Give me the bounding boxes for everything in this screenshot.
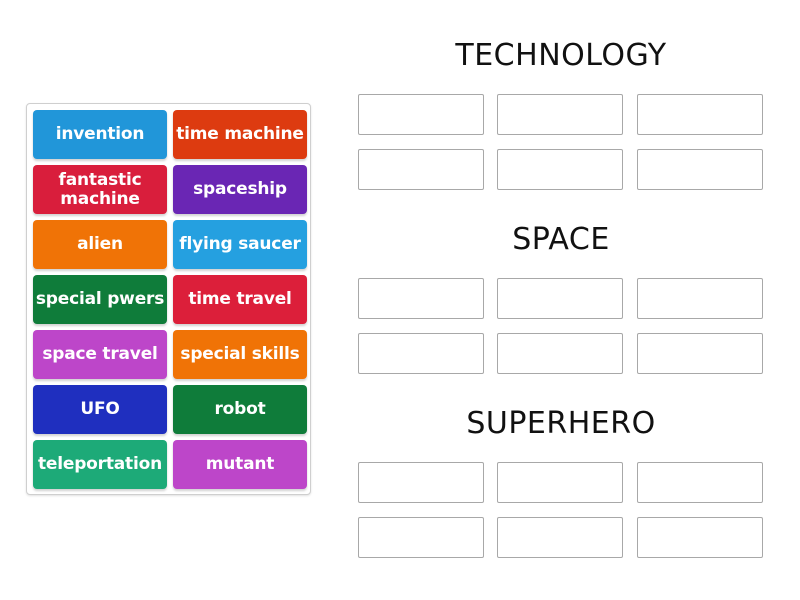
word-tile-spaceship[interactable]: spaceship [173, 165, 307, 214]
word-tile-alien[interactable]: alien [33, 220, 167, 269]
word-tile-label: time machine [176, 124, 304, 144]
word-tile-label: mutant [205, 454, 275, 474]
word-tile-invention[interactable]: invention [33, 110, 167, 159]
drop-slot-space-2[interactable] [497, 278, 623, 319]
drop-slot-superhero-3[interactable] [637, 462, 763, 503]
word-tile-space-travel[interactable]: space travel [33, 330, 167, 379]
word-tile-teleportation[interactable]: teleportation [33, 440, 167, 489]
word-tile-mutant[interactable]: mutant [173, 440, 307, 489]
drop-slot-superhero-5[interactable] [497, 517, 623, 558]
group-title-space: SPACE [512, 222, 610, 257]
word-tile-ufo[interactable]: UFO [33, 385, 167, 434]
word-tile-label: time travel [188, 289, 292, 309]
word-tile-time-machine[interactable]: time machine [173, 110, 307, 159]
drop-slot-superhero-6[interactable] [637, 517, 763, 558]
word-tile-label: fantastic machine [58, 169, 142, 209]
word-tile-label: robot [214, 399, 266, 419]
group-title-superhero: SUPERHERO [466, 406, 656, 441]
word-tile-label: spaceship [193, 179, 287, 199]
word-tile-label: alien [77, 234, 123, 254]
word-tile-robot[interactable]: robot [173, 385, 307, 434]
drop-slot-superhero-4[interactable] [358, 517, 484, 558]
drop-slot-technology-1[interactable] [358, 94, 484, 135]
drop-slot-technology-2[interactable] [497, 94, 623, 135]
drop-slot-technology-3[interactable] [637, 94, 763, 135]
drop-slot-superhero-1[interactable] [358, 462, 484, 503]
word-tile-label: teleportation [38, 454, 162, 474]
drop-slot-space-3[interactable] [637, 278, 763, 319]
word-tile-fantastic-machine[interactable]: fantastic machine [33, 165, 167, 214]
drop-slot-technology-5[interactable] [497, 149, 623, 190]
word-tile-label: special pwers [35, 289, 165, 309]
word-tile-special-skills[interactable]: special skills [173, 330, 307, 379]
word-tile-label: flying saucer [179, 234, 301, 254]
word-tile-label: space travel [42, 344, 158, 364]
word-tile-time-travel[interactable]: time travel [173, 275, 307, 324]
drop-slot-superhero-2[interactable] [497, 462, 623, 503]
drop-slot-technology-6[interactable] [637, 149, 763, 190]
group-title-technology: TECHNOLOGY [455, 38, 667, 73]
word-tile-label: invention [55, 124, 145, 144]
drop-slot-space-5[interactable] [497, 333, 623, 374]
drop-slot-space-1[interactable] [358, 278, 484, 319]
drop-slot-technology-4[interactable] [358, 149, 484, 190]
drop-slot-space-4[interactable] [358, 333, 484, 374]
word-tile-flying-saucer[interactable]: flying saucer [173, 220, 307, 269]
drop-slot-space-6[interactable] [637, 333, 763, 374]
word-tile-special-pwers[interactable]: special pwers [33, 275, 167, 324]
word-tile-label: UFO [80, 399, 120, 419]
word-tile-label: special skills [180, 344, 300, 364]
